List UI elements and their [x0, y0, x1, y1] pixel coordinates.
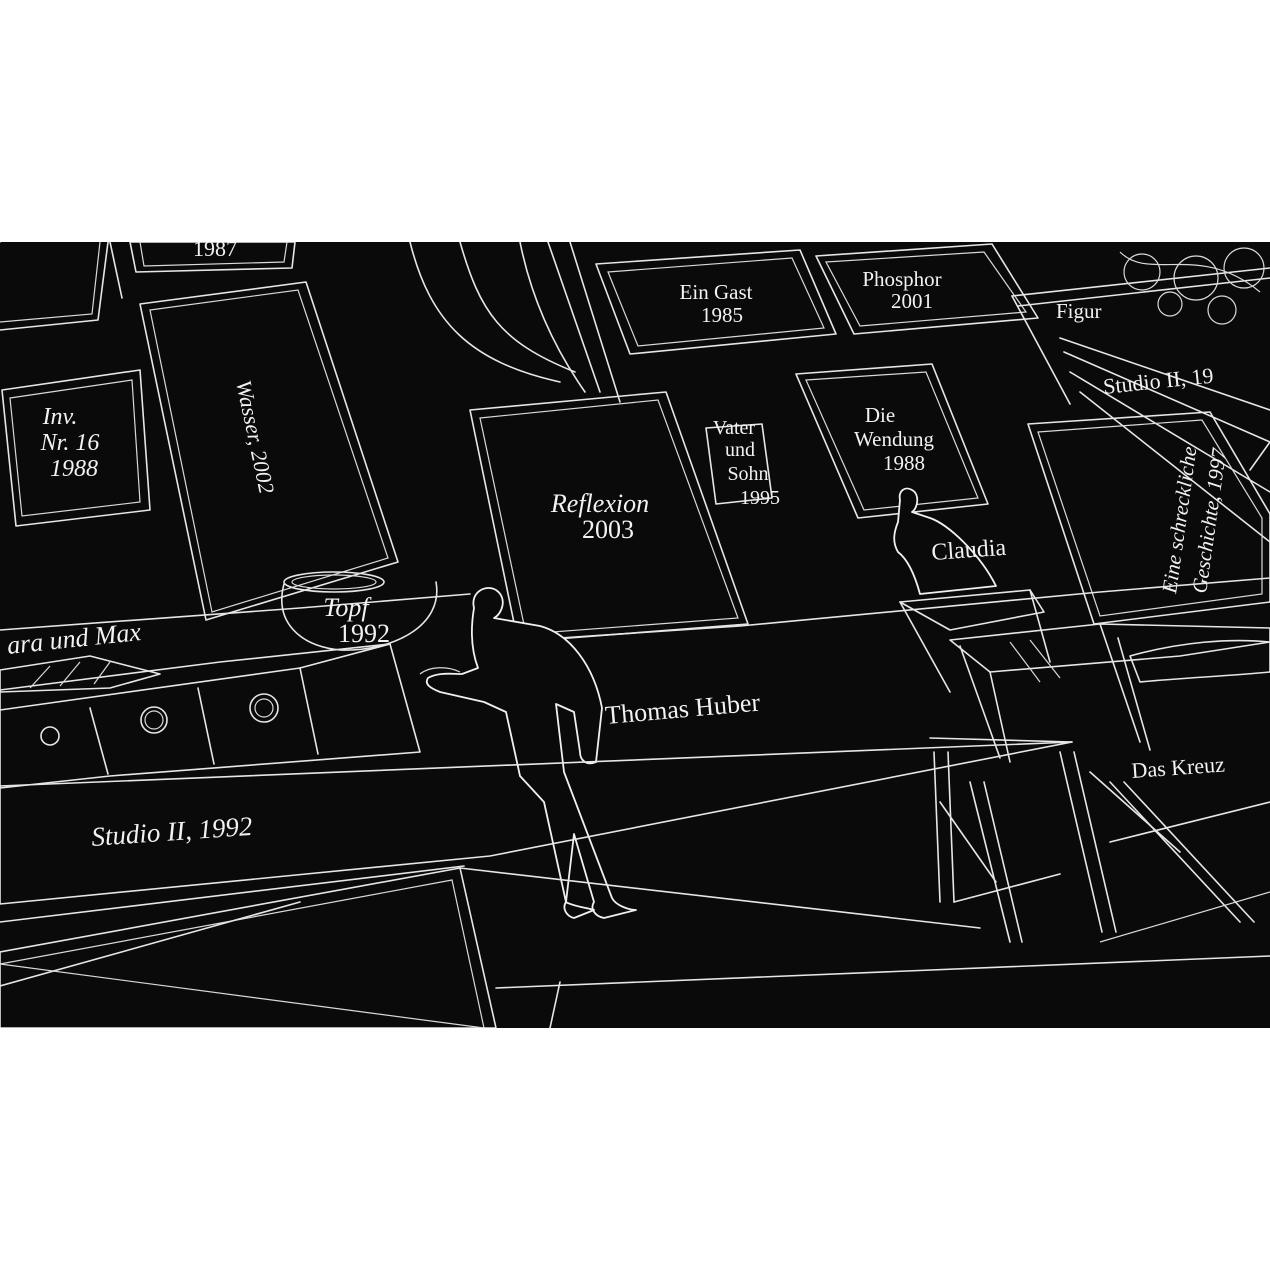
clara-und-max-label: ara und Max	[6, 617, 143, 660]
die-wendung-line3: 1988	[883, 451, 925, 475]
frame-inv-nr-16: Inv. Nr. 16 1988	[1, 369, 151, 527]
frame-phosphor: Phosphor 2001	[815, 243, 1039, 335]
panel-wasser-2002: Wasser, 2002	[139, 281, 399, 621]
das-kreuz-label: Das Kreuz	[1131, 752, 1226, 783]
frame-die-wendung: Die Wendung 1988	[795, 363, 989, 519]
trestle-right	[1059, 751, 1270, 933]
die-wendung-line2: Wendung	[854, 427, 934, 451]
vater-line4: 1995	[740, 487, 780, 509]
reflexion-year: 2003	[582, 515, 634, 544]
topf-title: Topf	[323, 593, 372, 622]
frame-top-left	[0, 242, 109, 331]
phosphor-year: 2001	[891, 289, 933, 313]
studio-main-label: Studio II, 1992	[90, 811, 253, 852]
claudia-label: Claudia	[931, 535, 1008, 566]
foreground-frame	[0, 865, 1270, 1028]
frame-vater-und-sohn: Vater und Sohn 1995	[705, 417, 780, 509]
reflexion-title: Reflexion	[550, 489, 649, 518]
ornament-chandelier	[1119, 247, 1265, 325]
figur-label: Figur	[1056, 299, 1102, 323]
object-topf-1992: Topf 1992	[281, 571, 438, 651]
object-small-boat	[0, 655, 161, 693]
drawing-canvas: 1987 Inv. Nr. 16 1988 Wasser, 2002 Ein G…	[0, 242, 1270, 1028]
vater-line1: Vater	[713, 417, 756, 439]
furniture-tables-right: Das Kreuz	[899, 589, 1270, 783]
ein-gast-title: Ein Gast	[680, 280, 753, 304]
inv-nr-line1: Inv.	[42, 404, 78, 430]
inv-nr-line2: Nr. 16	[40, 430, 100, 456]
ein-gast-year: 1985	[701, 303, 743, 327]
trestle-left	[933, 751, 1061, 943]
frame-ein-gast: Ein Gast 1985	[595, 249, 837, 355]
frame-figur: Figur Studio II, 19	[1011, 247, 1270, 543]
table-studio-ii: Studio II, 1992	[0, 737, 1270, 943]
thomas-huber-label: Thomas Huber	[604, 688, 762, 730]
panel-eine-schreckliche-geschichte: Eine schreckliche Geschichte, 1997	[1027, 411, 1270, 625]
object-shelf-cabinet	[0, 643, 421, 789]
panel-reflexion-2003: Reflexion 2003	[469, 391, 749, 643]
phosphor-title: Phosphor	[862, 267, 941, 291]
print-photo: 1987 Inv. Nr. 16 1988 Wasser, 2002 Ein G…	[0, 242, 1270, 1028]
figure-claudia: Claudia	[893, 487, 1008, 595]
die-wendung-line1: Die	[865, 403, 895, 427]
floor-lines	[0, 577, 1270, 639]
inv-nr-line3: 1988	[50, 456, 98, 482]
vater-line3: Sohn	[727, 463, 768, 485]
frame-1987: 1987	[129, 242, 296, 273]
vater-line2: und	[725, 439, 755, 461]
frame-1987-label: 1987	[193, 242, 237, 261]
wasser-label: Wasser, 2002	[231, 378, 279, 496]
curtain-lines	[409, 242, 621, 403]
topf-year: 1992	[338, 619, 390, 648]
